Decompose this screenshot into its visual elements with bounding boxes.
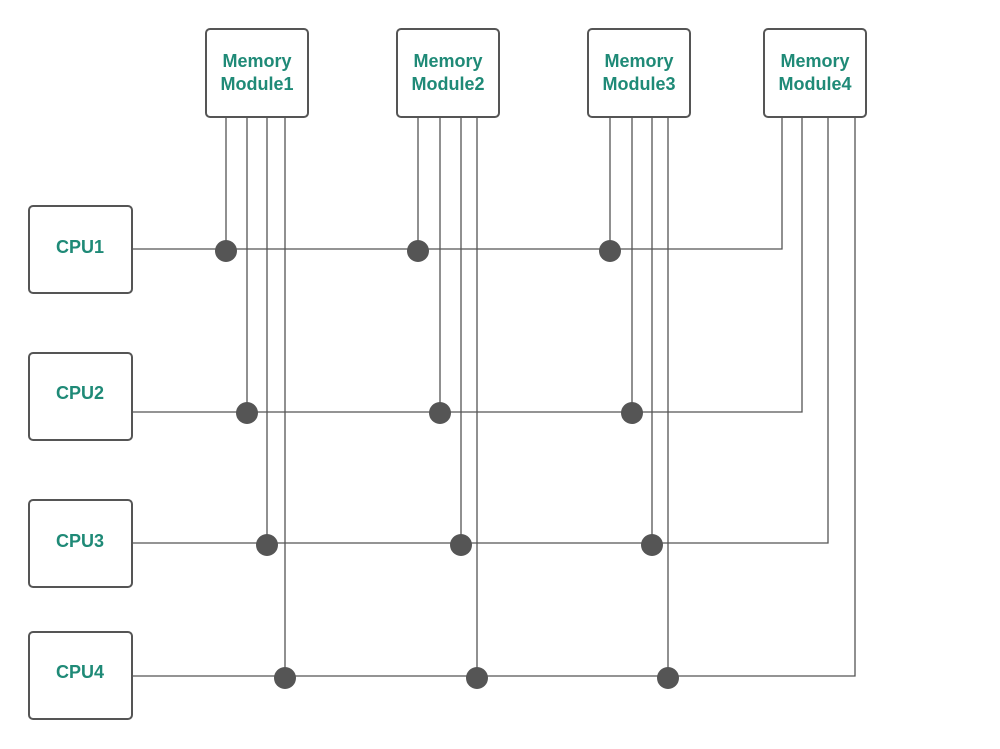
cpu-2-box — [28, 352, 133, 441]
cpu-2: CPU2 — [28, 352, 133, 441]
junction-cpu-1-memory-1 — [215, 240, 237, 262]
cpu-3-label: CPU3 — [56, 531, 104, 551]
memory-4-to-cpu-2-line — [632, 117, 803, 413]
cpu-1-label: CPU1 — [56, 237, 104, 257]
bus-lines — [132, 117, 856, 677]
memory-module-3-label-line2: Module3 — [602, 74, 675, 94]
memory-module-1-label-line2: Module1 — [220, 74, 293, 94]
memory-module-1: Memory Module1 — [205, 28, 309, 118]
cpu-4-label: CPU4 — [56, 662, 104, 682]
memory-module-2: Memory Module2 — [396, 28, 500, 118]
cpu-3-box — [28, 499, 133, 588]
memory-module-1-label-line1: Memory — [222, 51, 291, 71]
junction-cpu-1-memory-3 — [599, 240, 621, 262]
memory-4-to-cpu-3-line — [652, 117, 829, 544]
cpu-3: CPU3 — [28, 499, 133, 588]
memory-module-3-box — [587, 28, 691, 118]
junction-cpu-2-memory-2 — [429, 402, 451, 424]
cpu-1-box — [28, 205, 133, 294]
memory-4-to-cpu-1-line — [610, 117, 783, 250]
junction-cpu-4-memory-3 — [657, 667, 679, 689]
memory-module-4: Memory Module4 — [763, 28, 867, 118]
junction-cpu-3-memory-3 — [641, 534, 663, 556]
junction-cpu-2-memory-3 — [621, 402, 643, 424]
junction-cpu-1-memory-2 — [407, 240, 429, 262]
cpu-1: CPU1 — [28, 205, 133, 294]
memory-module-2-label-line1: Memory — [413, 51, 482, 71]
junction-cpu-2-memory-1 — [236, 402, 258, 424]
junction-cpu-3-memory-2 — [450, 534, 472, 556]
cpu-4-box — [28, 631, 133, 720]
memory-module-3: Memory Module3 — [587, 28, 691, 118]
memory-module-3-label-line1: Memory — [604, 51, 673, 71]
memory-4-to-cpu-4-line — [668, 117, 856, 677]
junction-cpu-4-memory-2 — [466, 667, 488, 689]
memory-module-4-box — [763, 28, 867, 118]
memory-module-4-label-line2: Module4 — [778, 74, 851, 94]
memory-module-2-box — [396, 28, 500, 118]
memory-module-1-box — [205, 28, 309, 118]
junction-cpu-3-memory-1 — [256, 534, 278, 556]
memory-module-4-label-line1: Memory — [780, 51, 849, 71]
cpu-2-label: CPU2 — [56, 383, 104, 403]
junction-cpu-4-memory-1 — [274, 667, 296, 689]
cpu-4: CPU4 — [28, 631, 133, 720]
crosspoint-switches — [215, 240, 679, 689]
memory-module-2-label-line2: Module2 — [411, 74, 484, 94]
